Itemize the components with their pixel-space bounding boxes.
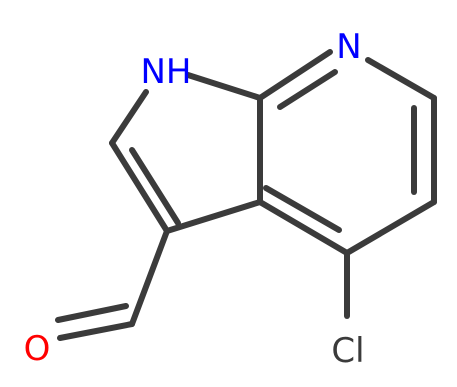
bond-c7a-nh [185, 72, 263, 101]
bond-cho-o-inner [55, 303, 129, 323]
bond-c2-c3-inner [129, 147, 181, 226]
n-label: N [336, 27, 361, 67]
bond-c2-c3-outer [109, 140, 170, 234]
bond-c4-c3a-outer [257, 199, 350, 256]
bond-n7-c6 [365, 57, 437, 101]
bond-c4-c3a-inner [263, 185, 342, 233]
o-label: O [24, 329, 51, 369]
bond-nh-c2 [109, 89, 149, 146]
bond-c5-c4 [344, 199, 437, 256]
bond-c7a-n7-outer [257, 49, 333, 101]
bond-c7a-n7-inner [277, 69, 338, 110]
bond-c3-cho [129, 228, 170, 327]
nh-label: NH [141, 52, 192, 92]
bond-c3-c3a [164, 199, 263, 234]
bond-cho-o-outer [57, 321, 135, 341]
cl-label: Cl [331, 331, 364, 371]
